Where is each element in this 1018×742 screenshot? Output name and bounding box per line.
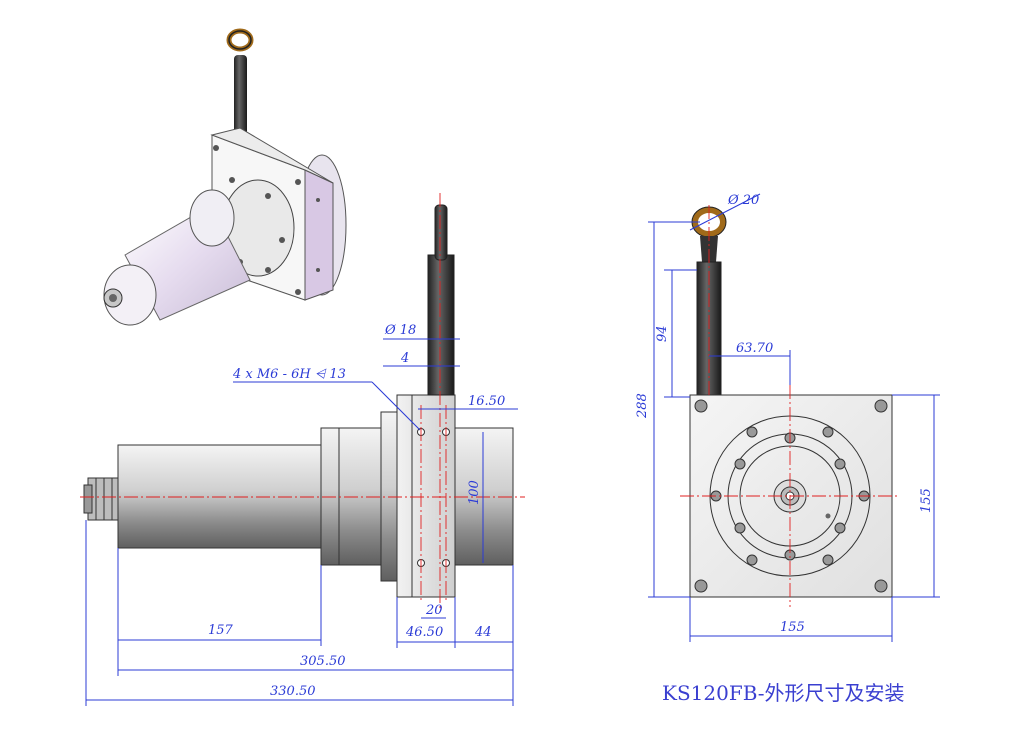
side-view-dimensions: [85, 338, 518, 706]
dim-front-length: 44: [474, 625, 492, 640]
dim-plate-width: 46.50: [405, 625, 443, 640]
dim-hole-spacing-v: 100: [467, 480, 482, 505]
dim-body-length: 157: [208, 623, 234, 638]
dim-overall-length: 330.50: [270, 684, 316, 699]
isometric-view: [103, 28, 347, 326]
dim-mount-holes: 4 x M6 - 6H ⩤ 13: [232, 367, 346, 382]
drawing-caption: KS120FB-外形尺寸及安装: [662, 681, 905, 705]
dim-rod-diameter: Ø 18: [384, 323, 416, 338]
dim-eye-height: 94: [655, 325, 670, 342]
dim-flange-width: 155: [780, 620, 805, 635]
dim-rod-x-offset: 63.70: [736, 341, 773, 356]
front-view-dimensions: [648, 193, 940, 642]
dim-total-height: 288: [635, 393, 650, 419]
dim-rod-offset: 4: [400, 351, 409, 366]
side-view: [80, 193, 525, 612]
dim-eye-diameter: Ø 20: [727, 193, 759, 208]
dim-hole-spacing-h: 20: [425, 603, 443, 618]
dim-flange-height: 155: [919, 488, 934, 513]
dim-length-305: 305.50: [300, 654, 346, 669]
dim-rod-to-plate: 16.50: [468, 394, 505, 409]
front-view: [680, 205, 900, 607]
